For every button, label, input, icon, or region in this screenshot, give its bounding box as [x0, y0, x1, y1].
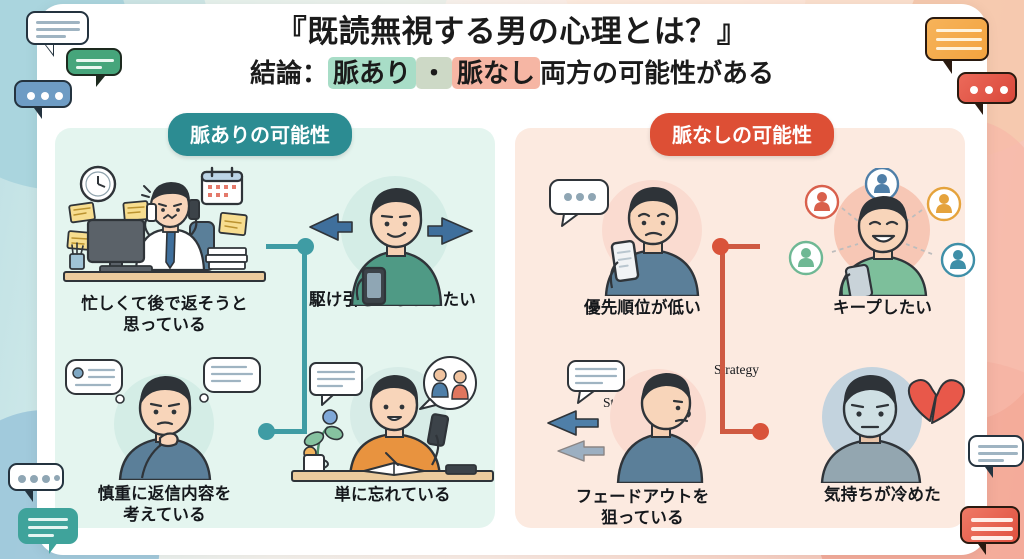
pill-label-miaku-nashi: 脈なしの可能性	[650, 113, 834, 156]
caption-line-2: 考えている	[123, 505, 206, 524]
page-title: 『既読無視する男の心理とは？』	[275, 14, 749, 49]
caption-line-2: 思っている	[123, 315, 206, 334]
chat-bubble-green-top-left	[66, 48, 122, 87]
item-lost-feelings: 気持ちが冷めた	[780, 355, 985, 506]
caption-lost-feelings: 気持ちが冷めた	[780, 485, 985, 506]
caption-line-1: 忙しくて後で返そうと	[81, 295, 248, 313]
chat-bubble-white-dots-bottom-left	[8, 463, 64, 502]
illustration-man-with-phone-strategy-arrows: Strategy Strategy	[290, 168, 759, 410]
illustration-man-walking-away-from-messages	[540, 355, 745, 485]
connector-left-bracket	[258, 238, 314, 440]
item-playing-hard-to-get: Strategy Strategy 駆け引き・じらしたい	[290, 168, 759, 410]
caption-carefully-composing-reply: 慎重に返信内容を 考えている	[62, 484, 267, 525]
strategy-label-right: Strategy	[714, 362, 759, 377]
connector-right-bracket	[712, 238, 769, 440]
caption-keeping-options-open: キープしたい	[780, 298, 985, 319]
highlight-miaku-nashi: 脈なし	[452, 56, 541, 89]
chat-bubble-orange-lines-top-right	[925, 17, 989, 74]
highlight-middot: ・	[415, 56, 452, 89]
highlight-miaku-ari: 脈あり	[327, 56, 416, 89]
item-busy-later-reply: 忙しくて後で返そうと 思っている	[62, 162, 267, 335]
caption-fade-out: フェードアウトを 狙っている	[540, 487, 745, 528]
item-low-priority: 優先順位が低い	[540, 168, 745, 319]
chat-bubble-white-lines-bottom-right	[968, 435, 1024, 478]
caption-line-1: 優先順位が低い	[584, 299, 701, 317]
caption-simply-forgot: 単に忘れている	[290, 485, 495, 506]
caption-line-1: 慎重に返信内容を	[97, 485, 232, 503]
illustration-man-thinking-with-thought-bubbles	[62, 352, 267, 482]
illustration-man-at-desk-studying-with-phone	[290, 355, 495, 483]
illustration-tired-man-with-phone-and-chat-bubble	[540, 168, 745, 298]
caption-line-1: 単に忘れている	[334, 486, 451, 504]
illustration-busy-businessman-on-phone-at-desk	[62, 162, 267, 290]
caption-line-1: キープしたい	[832, 299, 933, 317]
item-keeping-options-open: キープしたい	[780, 166, 985, 319]
illustration-sad-man-with-broken-heart	[780, 355, 985, 485]
chat-bubble-red-lines-bottom-right	[960, 506, 1020, 555]
caption-low-priority: 優先順位が低い	[540, 298, 745, 319]
subtitle-prefix: 結論：	[249, 57, 328, 88]
pill-label-miaku-ari: 脈ありの可能性	[168, 113, 352, 156]
caption-busy-later-reply: 忙しくて後で返そうと 思っている	[62, 294, 267, 335]
chat-bubble-blue-dots-top-left	[14, 80, 72, 119]
caption-line-1: 気持ちが冷めた	[824, 486, 941, 504]
chat-bubble-teal-lines-bottom-left	[18, 508, 78, 554]
chat-bubble-white-lines-top-left	[26, 11, 89, 57]
item-simply-forgot: 単に忘れている	[290, 355, 495, 506]
chat-bubble-red-dots-top-right	[957, 72, 1017, 115]
caption-line-2: 狙っている	[601, 508, 684, 527]
subtitle: 結論：脈あり・脈なし両方の可能性がある	[0, 56, 1024, 89]
subtitle-suffix: 両方の可能性がある	[540, 57, 775, 88]
illustration-smiling-man-surrounded-by-avatars	[780, 166, 985, 301]
caption-line-1: フェードアウトを	[575, 488, 710, 506]
item-carefully-composing-reply: 慎重に返信内容を 考えている	[62, 352, 267, 525]
item-fade-out: フェードアウトを 狙っている	[540, 355, 745, 528]
title-block: 『既読無視する男の心理とは？』 結論：脈あり・脈なし両方の可能性がある	[0, 14, 1024, 89]
